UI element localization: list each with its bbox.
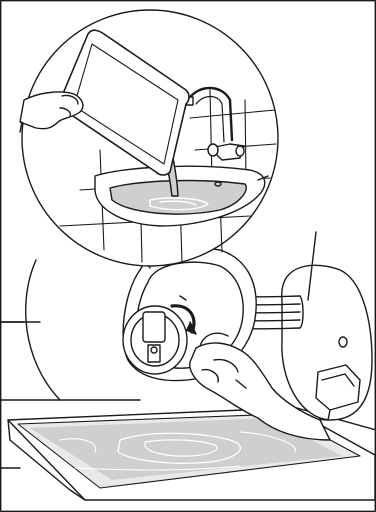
service-flap-icon (282, 232, 372, 420)
